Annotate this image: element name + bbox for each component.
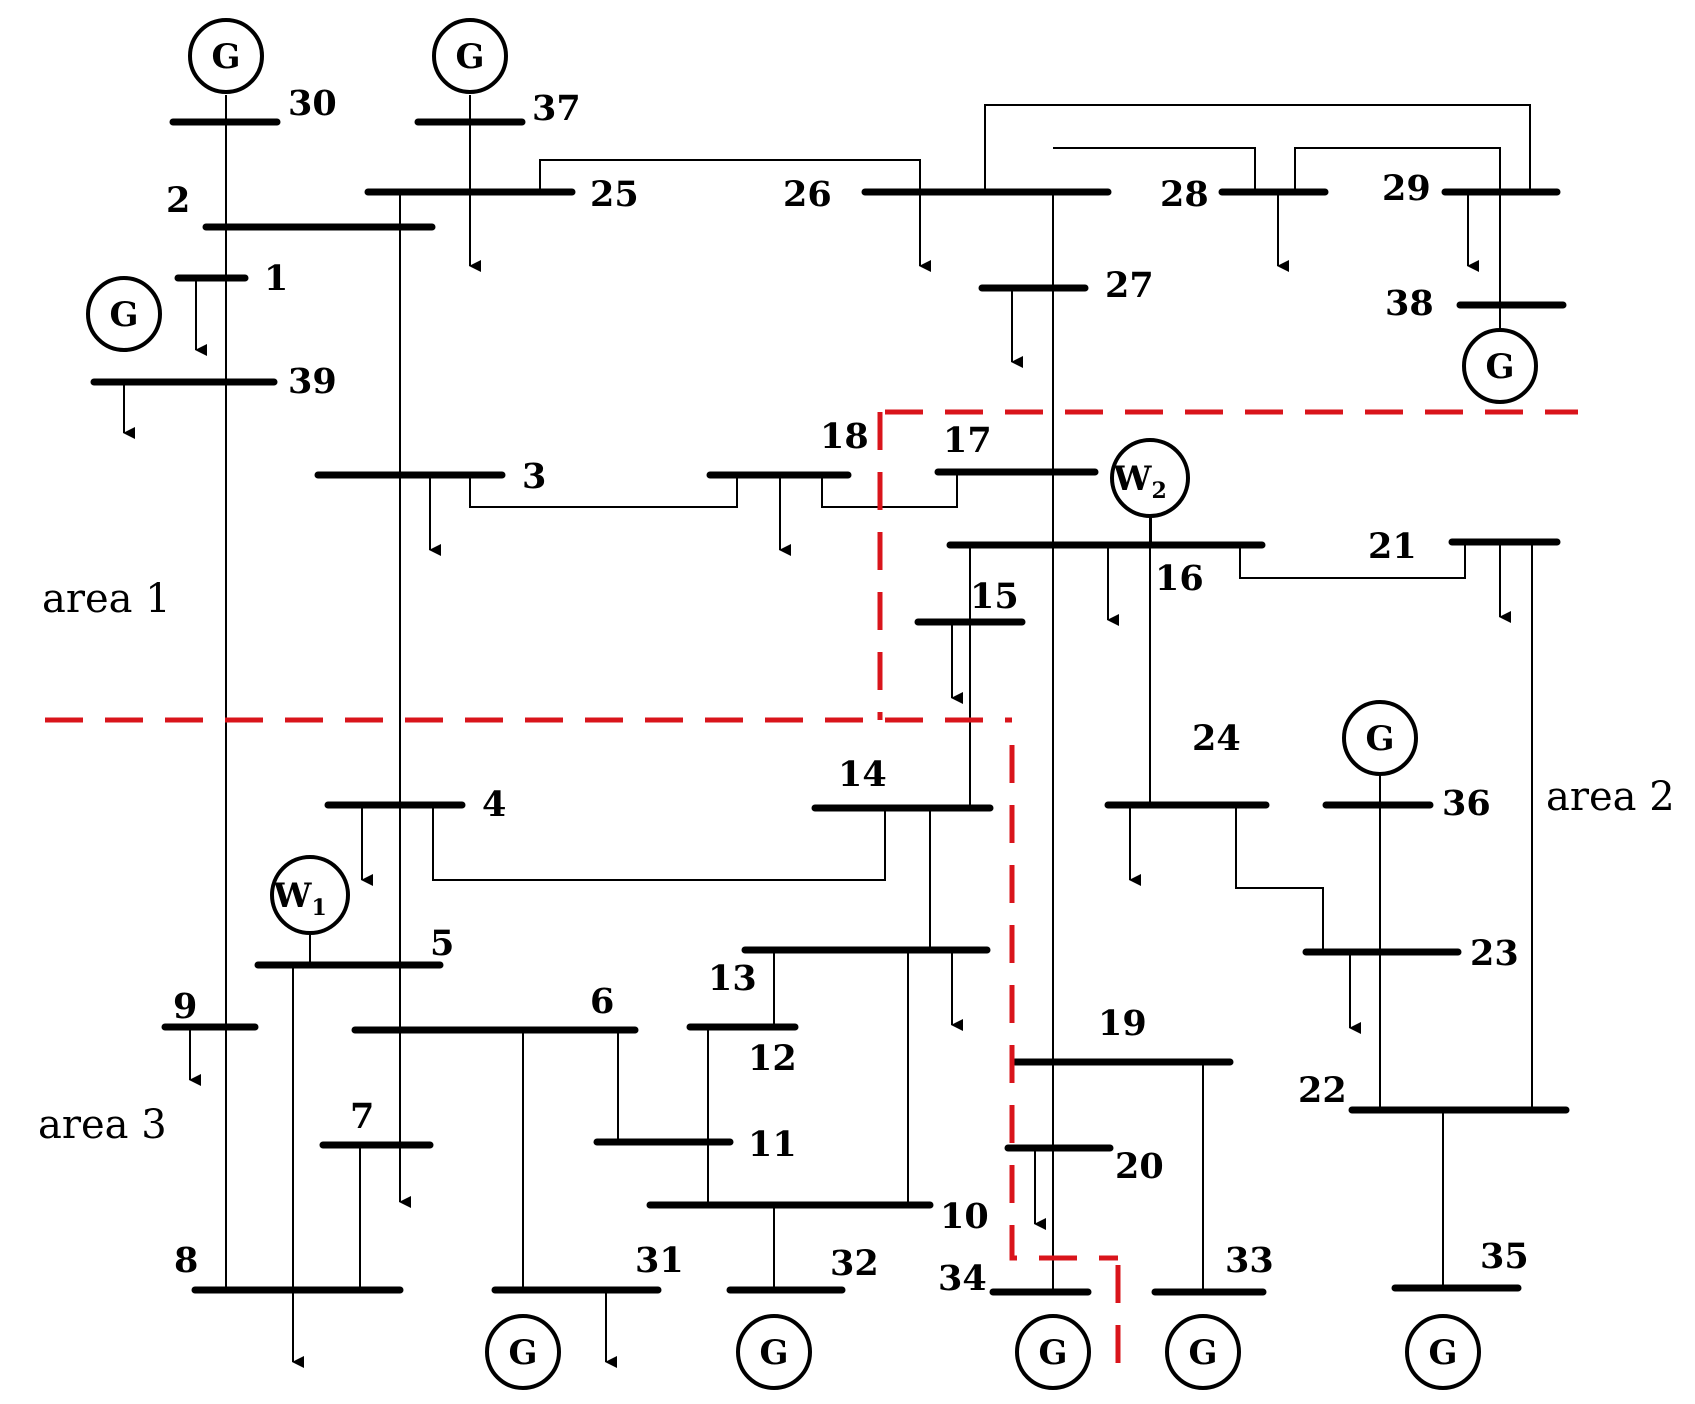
bus-label-1: 1 [264, 258, 288, 299]
bus-label-13: 13 [708, 958, 757, 999]
svg-text:W1: W1 [272, 876, 327, 921]
bus-label-21: 21 [1368, 526, 1417, 567]
svg-text:G: G [211, 37, 240, 77]
generator-at-bus-31: G [485, 1314, 561, 1390]
bus-label-3: 3 [522, 456, 546, 497]
bus-label-11: 11 [748, 1124, 797, 1165]
bus-label-12: 12 [748, 1038, 797, 1079]
svg-text:G: G [1188, 1333, 1217, 1373]
bus-bars [90, 118, 1570, 1296]
bus-label-15: 15 [970, 576, 1019, 617]
bus-label-16: 16 [1155, 558, 1204, 599]
bus-label-7: 7 [350, 1096, 374, 1137]
svg-text:G: G [1485, 347, 1514, 387]
bus-label-10: 10 [940, 1196, 989, 1237]
generator-at-bus-39: G [86, 276, 162, 352]
svg-text:G: G [1365, 719, 1394, 759]
bus-label-38: 38 [1385, 283, 1434, 324]
bus-label-9: 9 [173, 986, 197, 1027]
area-boundaries [45, 409, 1578, 1380]
area-3-label: area 3 [38, 1102, 167, 1148]
bus-label-14: 14 [838, 754, 887, 795]
bus-label-24: 24 [1192, 718, 1241, 759]
bus-label-31: 31 [635, 1240, 684, 1281]
bus-label-25: 25 [590, 174, 639, 215]
generator-at-bus-37: G [432, 18, 508, 94]
bus-label-28: 28 [1160, 174, 1209, 215]
area-2-label: area 2 [1546, 774, 1675, 820]
svg-text:G: G [1038, 1333, 1067, 1373]
bus-labels: 1 2 3 4 5 6 7 8 9 10 11 12 13 14 15 16 1… [166, 83, 1529, 1299]
bus-label-39: 39 [288, 361, 337, 402]
generator-at-bus-34: G [1015, 1314, 1091, 1390]
area-1-label: area 1 [42, 576, 171, 622]
bus-label-37: 37 [532, 88, 581, 129]
boundary-area2-area3 [1009, 745, 1118, 1261]
svg-text:W2: W2 [1112, 459, 1167, 504]
transmission-lines [225, 95, 1533, 1345]
bus-label-35: 35 [1480, 1236, 1529, 1277]
bus-label-2: 2 [166, 180, 190, 221]
bus-label-33: 33 [1225, 1240, 1274, 1281]
svg-text:G: G [759, 1333, 788, 1373]
loads [123, 190, 1511, 1368]
bus-label-8: 8 [174, 1240, 198, 1281]
bus-label-18: 18 [820, 416, 869, 457]
generator-at-bus-32: G [736, 1314, 812, 1390]
generator-at-bus-30: G [188, 18, 264, 94]
wind-farm-w2: W2 [1110, 438, 1190, 518]
svg-text:G: G [508, 1333, 537, 1373]
bus-label-30: 30 [288, 83, 337, 124]
svg-text:G: G [109, 295, 138, 335]
bus-label-17: 17 [943, 420, 992, 461]
svg-text:G: G [1428, 1333, 1457, 1373]
bus-label-26: 26 [783, 174, 832, 215]
generator-at-bus-35: G [1405, 1314, 1481, 1390]
generator-at-bus-38: G [1462, 328, 1538, 404]
bus-label-22: 22 [1298, 1070, 1347, 1111]
wind-farm-w1: W1 [270, 855, 350, 935]
bus-label-5: 5 [430, 923, 454, 964]
bus-label-32: 32 [830, 1243, 879, 1284]
bus-label-29: 29 [1382, 168, 1431, 209]
bus-label-23: 23 [1470, 933, 1519, 974]
generator-at-bus-36: G [1342, 700, 1418, 776]
bus-label-20: 20 [1115, 1146, 1164, 1187]
bus-label-27: 27 [1105, 265, 1154, 306]
generator-at-bus-33: G [1165, 1314, 1241, 1390]
bus-label-19: 19 [1098, 1003, 1147, 1044]
bus-label-36: 36 [1442, 783, 1491, 824]
bus-label-6: 6 [590, 981, 614, 1022]
svg-text:G: G [455, 37, 484, 77]
bus-label-4: 4 [482, 784, 506, 825]
bus-label-34: 34 [938, 1258, 987, 1299]
